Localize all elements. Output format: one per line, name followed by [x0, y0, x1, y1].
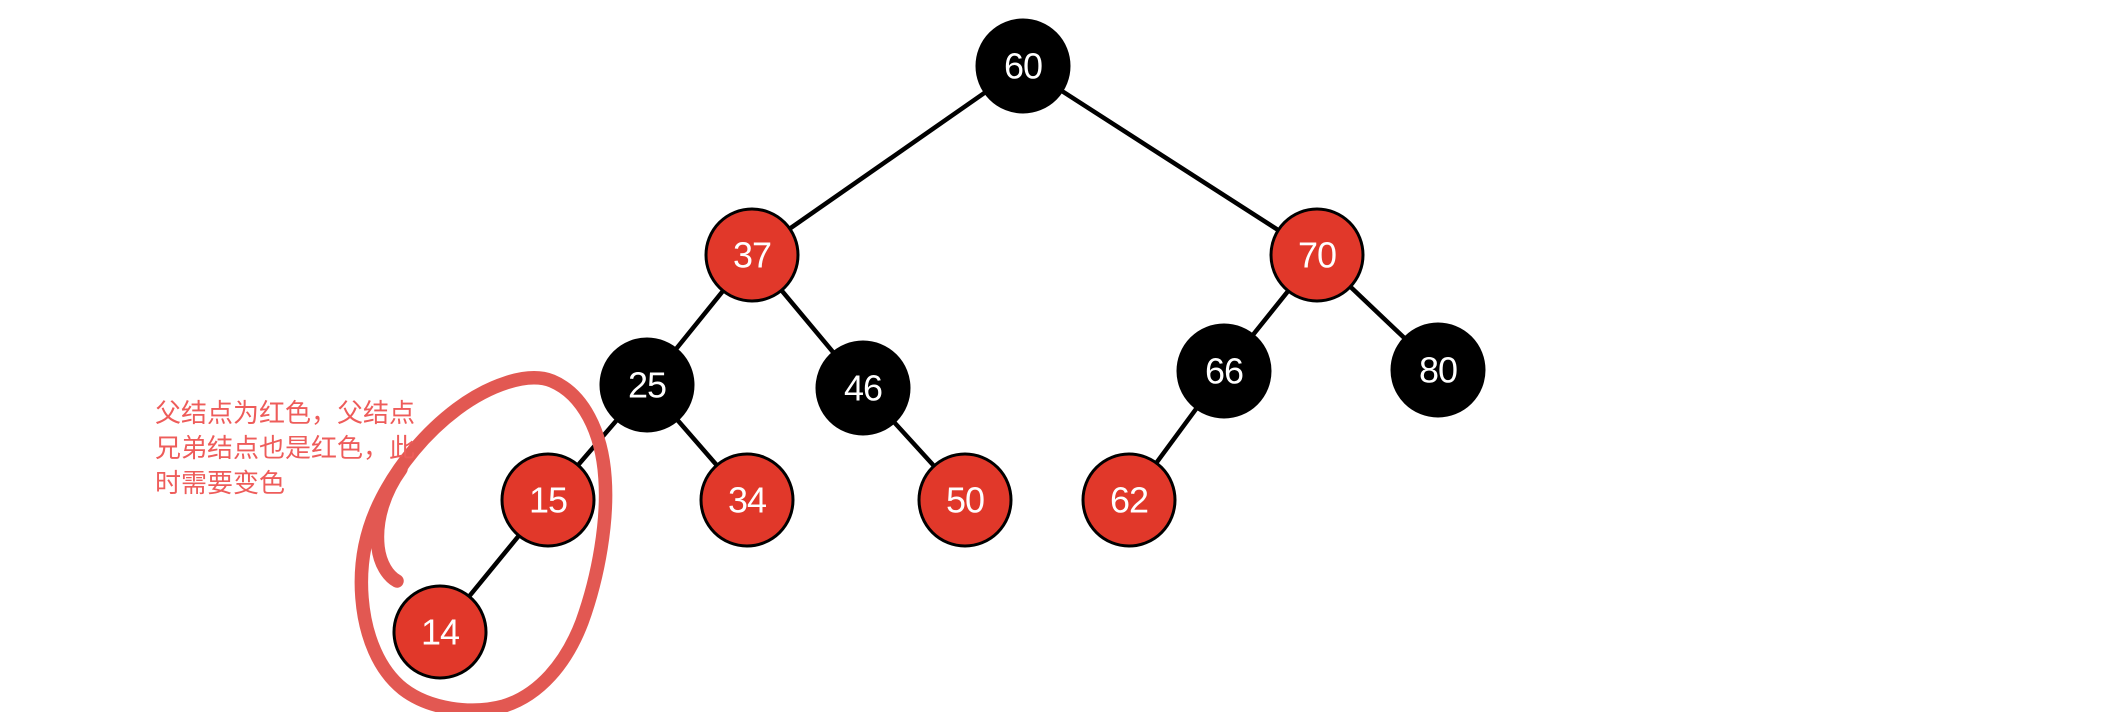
node-value-80: 80: [1418, 349, 1458, 390]
annotation-line-1: 父结点为红色，父结点: [155, 398, 416, 428]
tree-node-62: 62: [1081, 452, 1177, 548]
node-value-70: 70: [1297, 234, 1337, 275]
pen-overlap-stroke: [370, 462, 408, 588]
node-value-15: 15: [528, 479, 568, 520]
node-value-66: 66: [1204, 350, 1244, 391]
tree-node-50: 50: [917, 452, 1013, 548]
node-value-25: 25: [627, 364, 667, 405]
node-value-60: 60: [1003, 45, 1043, 86]
node-value-34: 34: [727, 479, 767, 520]
edge-60-37: [750, 64, 1025, 257]
node-value-14: 14: [420, 611, 460, 652]
edge-60-70: [1021, 64, 1319, 257]
node-value-46: 46: [843, 367, 883, 408]
hand-drawn-highlight-circle: [354, 371, 613, 712]
tree-node-15: 15: [500, 452, 596, 548]
tree-node-25: 25: [599, 337, 695, 433]
tree-node-14: 14: [392, 584, 488, 680]
pen-loop: [354, 371, 613, 712]
tree-node-80: 80: [1390, 322, 1486, 418]
tree-node-34: 34: [699, 452, 795, 548]
annotation-text: 父结点为红色，父结点 兄弟结点也是红色，此 时需要变色: [155, 396, 415, 501]
tree-node-60: 60: [975, 18, 1071, 114]
node-value-50: 50: [945, 479, 985, 520]
tree-node-66: 66: [1176, 323, 1272, 419]
tree-node-46: 46: [815, 340, 911, 436]
tree-node-37: 37: [704, 207, 800, 303]
annotation-line-2: 兄弟结点也是红色，此: [155, 433, 416, 463]
annotation-line-3: 时需要变色: [155, 468, 286, 498]
node-value-62: 62: [1109, 479, 1149, 520]
tree-edges: [438, 64, 1440, 634]
tree-node-70: 70: [1269, 207, 1365, 303]
node-value-37: 37: [732, 234, 772, 275]
